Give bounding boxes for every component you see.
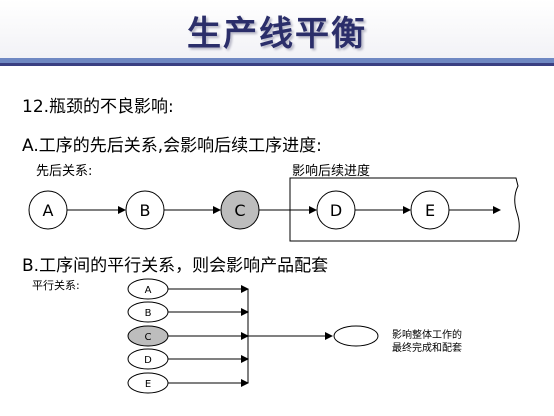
heading-text: 12.瓶颈的不良影响:: [22, 97, 174, 117]
par-node-label: E: [145, 379, 151, 390]
section-a-text: A.工序的先后关系,会影响后续工序进度:: [22, 136, 322, 156]
title-band: [0, 0, 554, 58]
sequence-diagram: A B C D E: [28, 190, 501, 230]
seq-node-label: B: [140, 201, 151, 220]
par-result-node: [333, 325, 379, 347]
par-node-label: C: [145, 332, 152, 343]
title-rule-light: [0, 58, 554, 63]
section-b-text: B.工序间的平行关系，则会影响产品配套: [22, 256, 329, 276]
parallel-diagram: A B C D E: [127, 278, 379, 394]
slide-title: 生产线平衡: [187, 14, 367, 54]
title-rule-dark: [0, 63, 554, 66]
parallel-label: 平行关系:: [32, 279, 80, 292]
downstream-box: [289, 177, 520, 242]
par-node-label: D: [144, 355, 152, 366]
seq-node-label: C: [234, 201, 245, 220]
par-node-label: A: [145, 285, 152, 296]
sequence-label: 先后关系:: [36, 164, 93, 179]
par-node-label: B: [145, 308, 152, 319]
downstream-box-label: 影响后续进度: [292, 164, 371, 179]
result-text-line2: 最终完成和配套: [392, 343, 462, 354]
result-text-line1: 影响整体工作的: [392, 330, 462, 341]
seq-node-label: A: [43, 201, 54, 220]
seq-node-label: E: [425, 201, 435, 220]
seq-node-label: D: [330, 201, 342, 220]
